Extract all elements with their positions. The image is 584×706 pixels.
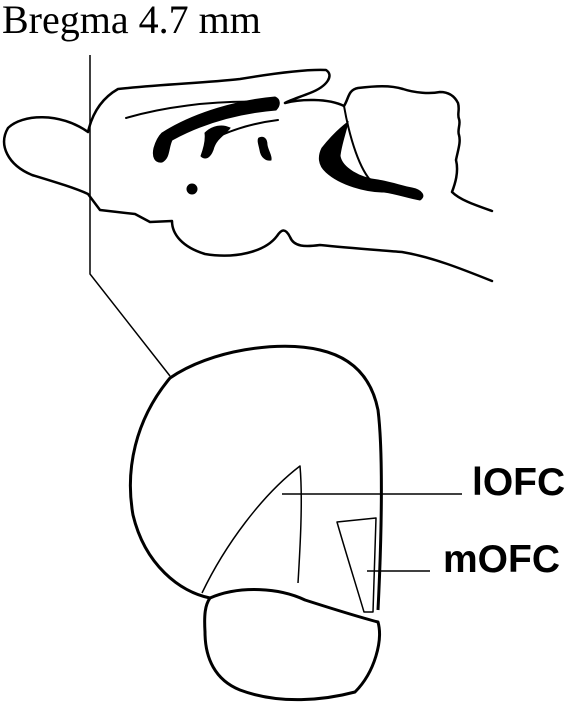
- olfactory-bulb-outline: [203, 588, 381, 702]
- coronal-section-outline: [128, 344, 383, 611]
- aqueduct: [257, 136, 272, 161]
- bregma-title: Bregma 4.7 mm: [2, 0, 261, 42]
- mofc-label: mOFC: [443, 538, 560, 581]
- small-ventricle: [186, 183, 198, 195]
- third-ventricle: [200, 125, 231, 159]
- lateral-ventricle: [152, 96, 280, 163]
- lofc-label: lOFC: [472, 461, 566, 504]
- lofc-region: [201, 465, 303, 594]
- sagittal-brain-outline: [2, 68, 494, 283]
- bregma-connector-line: [89, 55, 171, 377]
- ventricles: [152, 96, 424, 201]
- mofc-region: [336, 517, 377, 613]
- fourth-ventricle: [318, 120, 424, 201]
